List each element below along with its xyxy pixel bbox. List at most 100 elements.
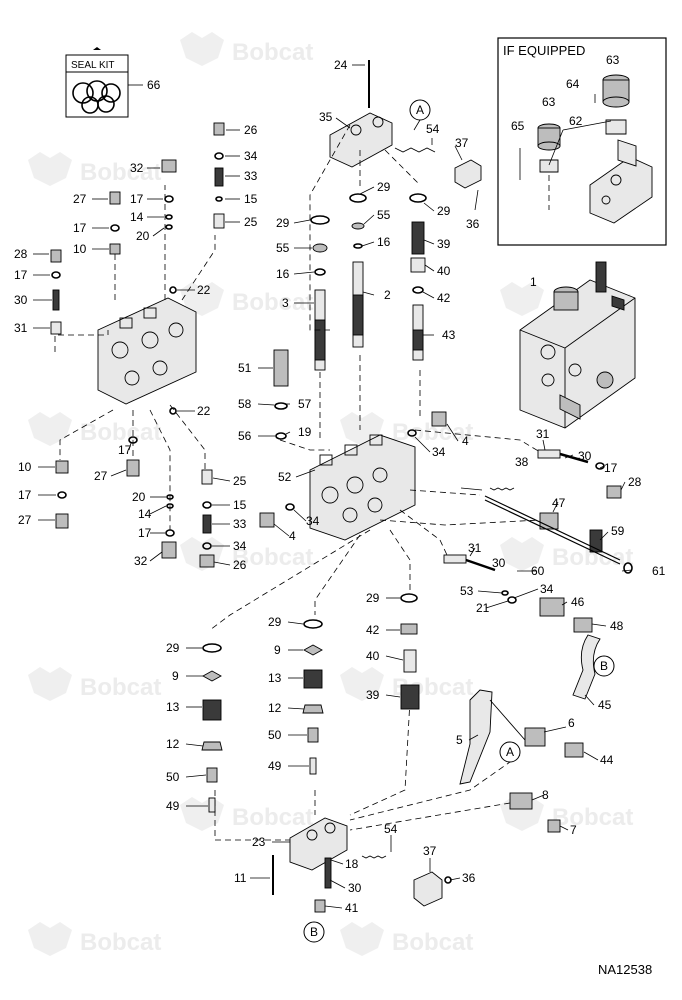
callout: 49 xyxy=(166,799,180,813)
watermark-text: Bobcat xyxy=(232,39,313,66)
callout: 52 xyxy=(278,470,292,484)
reference-b-icon: B xyxy=(303,921,325,943)
spring-stack-icon xyxy=(201,593,420,813)
callout: 45 xyxy=(598,698,612,712)
callout: 27 xyxy=(94,469,108,483)
callout-63: 63 xyxy=(606,53,620,67)
callout: 36 xyxy=(462,871,476,885)
diagram-id: NA12538 xyxy=(598,962,652,977)
assembled-valve-icon xyxy=(519,261,636,429)
callout: 4 xyxy=(462,434,469,448)
callout: 39 xyxy=(437,237,451,251)
ref-b-label: B xyxy=(310,925,318,939)
left-valve-section-icon xyxy=(97,297,197,405)
callout: 39 xyxy=(366,688,380,702)
callout: 15 xyxy=(233,498,247,512)
callout: 32 xyxy=(134,554,148,568)
if-equipped-box: IF EQUIPPED 63 64 63 62 65 xyxy=(497,37,667,246)
ref-a-label: A xyxy=(416,103,424,117)
callout: 29 xyxy=(366,591,380,605)
callout: 41 xyxy=(345,901,359,915)
callout: 42 xyxy=(366,623,380,637)
callout: 22 xyxy=(197,404,211,418)
callout: 48 xyxy=(610,619,624,633)
callout: 28 xyxy=(628,475,642,489)
callout: 30 xyxy=(492,556,506,570)
callout: 7 xyxy=(570,823,577,837)
callout: 6 xyxy=(568,716,575,730)
callout: 17 xyxy=(118,443,132,457)
callout: 14 xyxy=(138,507,152,521)
callout: 29 xyxy=(437,204,451,218)
callout: 21 xyxy=(476,601,490,615)
callout: 27 xyxy=(18,513,32,527)
callout: 2 xyxy=(384,288,391,302)
callout: 37 xyxy=(423,844,437,858)
callout-62: 62 xyxy=(569,114,583,128)
callout: 12 xyxy=(166,737,180,751)
callout: 57 xyxy=(298,397,312,411)
callout: 60 xyxy=(531,564,545,578)
valve-section-icon xyxy=(589,139,653,224)
tube-assembly-icon xyxy=(443,449,633,833)
callout: 32 xyxy=(130,161,144,175)
valve-body-icon xyxy=(259,411,447,541)
callout: 16 xyxy=(377,235,391,249)
callout: 16 xyxy=(276,267,290,281)
callout: 25 xyxy=(244,215,258,229)
callout: 18 xyxy=(345,857,359,871)
callout: 11 xyxy=(234,871,247,885)
watermark-text: Bobcat xyxy=(80,419,161,446)
callout: 28 xyxy=(14,247,28,261)
callout: 4 xyxy=(289,529,296,543)
watermark-text: Bobcat xyxy=(80,674,161,701)
callout: 30 xyxy=(348,881,362,895)
reference-a-icon: A xyxy=(499,741,521,763)
callout: 25 xyxy=(233,474,247,488)
callout: 23 xyxy=(252,835,266,849)
callout: 34 xyxy=(540,582,554,596)
callout: 30 xyxy=(14,293,28,307)
callout: 17 xyxy=(604,461,618,475)
callout: 9 xyxy=(172,669,179,683)
callout: 29 xyxy=(377,180,391,194)
callout-65: 65 xyxy=(511,119,525,133)
callout: 43 xyxy=(442,328,456,342)
callout-labels: 24 35 26 34 33 15 25 32 17 14 20 27 17 1… xyxy=(14,58,666,915)
callout: 13 xyxy=(166,700,180,714)
callout: 26 xyxy=(233,558,247,572)
callout: 34 xyxy=(244,149,258,163)
callout: 1 xyxy=(530,275,537,289)
callout: 29 xyxy=(268,615,282,629)
reference-a-icon: A xyxy=(409,99,431,121)
if-equipped-title: IF EQUIPPED xyxy=(503,43,585,58)
reference-b-icon: B xyxy=(593,655,615,677)
callout: 35 xyxy=(319,110,333,124)
end-cap-icon xyxy=(272,817,452,913)
callout: 17 xyxy=(14,268,28,282)
callout: 49 xyxy=(268,759,282,773)
callout: 40 xyxy=(366,649,380,663)
callout: 31 xyxy=(14,321,28,335)
callout: 56 xyxy=(238,429,252,443)
watermark-layer: Bobcat Bobcat Bobcat Bobcat Bobcat Bobca… xyxy=(28,32,633,956)
callout: 54 xyxy=(426,122,440,136)
callout: 61 xyxy=(652,564,666,578)
callout: 27 xyxy=(73,192,87,206)
callout: 17 xyxy=(138,526,152,540)
callout: 20 xyxy=(132,490,146,504)
watermark-text: Bobcat xyxy=(232,289,313,316)
callout: 24 xyxy=(334,58,348,72)
watermark-text: Bobcat xyxy=(232,804,313,831)
callout: 50 xyxy=(268,728,282,742)
callout: 59 xyxy=(611,524,625,538)
callout: 8 xyxy=(542,788,549,802)
callout: 46 xyxy=(571,595,585,609)
seal-rings-icon xyxy=(72,80,121,114)
callout: 33 xyxy=(244,169,258,183)
watermark-text: Bobcat xyxy=(80,159,161,186)
callout: 55 xyxy=(276,241,290,255)
callout: 17 xyxy=(18,488,32,502)
ref-b-label: B xyxy=(600,659,608,673)
